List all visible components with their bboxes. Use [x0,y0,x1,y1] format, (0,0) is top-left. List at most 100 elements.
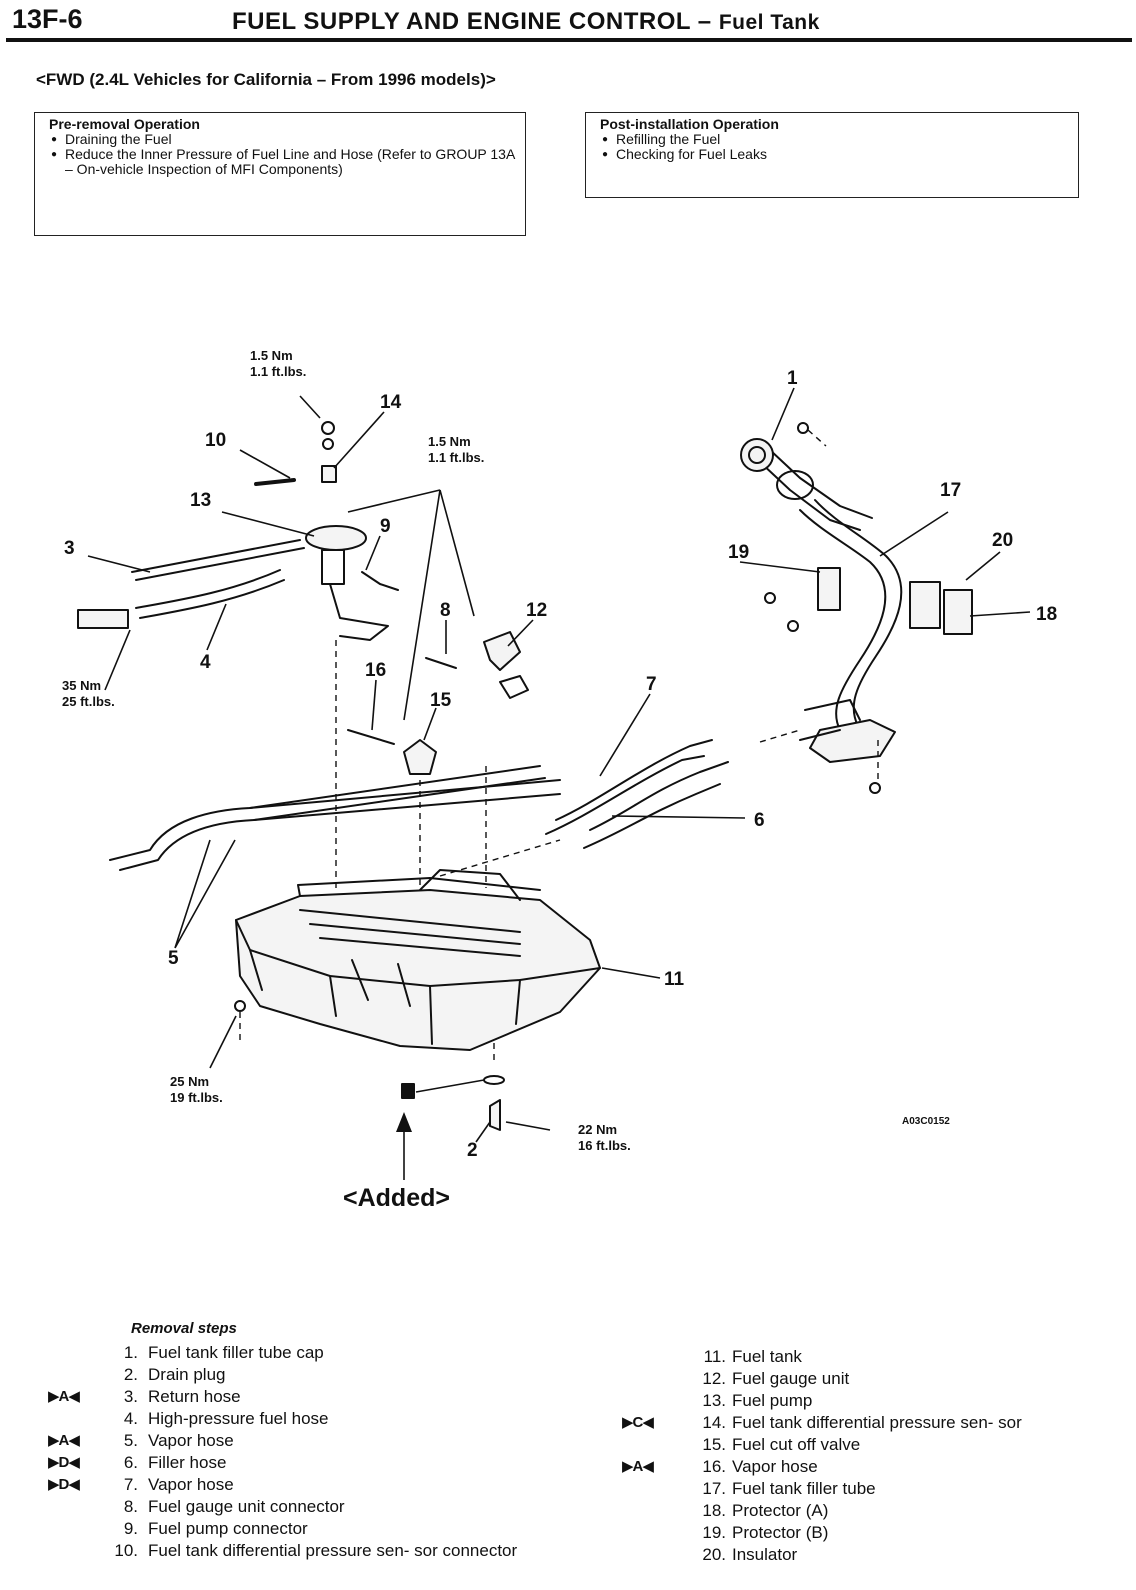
fuel-tank-drawing [235,869,601,1051]
removal-step: 15.Fuel cut off valve [622,1434,1092,1456]
torque-specs: 1.5 Nm 1.1 ft.lbs. 1.5 Nm 1.1 ft.lbs. 35… [62,348,631,1153]
pressure-sensor-drawing [321,465,337,483]
callout-20: 20 [992,530,1013,551]
title-subtitle: Fuel Tank [718,11,820,34]
step-mark: ▶C◀ [622,1414,654,1431]
callout-4: 4 [200,652,211,673]
step-text: Vapor hose [732,1457,818,1476]
torque-ftlbs: 16 ft.lbs. [578,1138,631,1153]
removal-step: ▶D◀ 6. Filler hose [48,1452,518,1474]
page-number: 13F-6 [12,4,83,34]
removal-step: ▶C◀ 14. Fuel tank differential pressure se… [622,1412,1092,1434]
step-text: Fuel gauge unit connector [148,1497,345,1516]
torque-nm: 25 Nm [170,1074,209,1089]
drain-plug-drawing [489,1099,501,1131]
protector-a-drawing [943,589,973,635]
callout-13: 13 [190,490,211,511]
removal-step: ▶A◀ 16. Vapor hose [622,1456,1092,1478]
step-number: 9. [123,1519,138,1538]
removal-step: 19.Protector (B) [622,1522,1092,1544]
return-hose-drawing [131,539,301,573]
removal-step: 17. Fuel tank filler tube [622,1478,1092,1500]
callout-1: 1 [787,368,798,389]
pre-removal-item: Reduce the Inner Pressure of Fuel Line a… [49,147,517,177]
torque-nm: 35 Nm [62,678,101,693]
vapor-hose-16-drawing [347,729,395,745]
callout-2: 2 [467,1140,478,1161]
filler-hoses-drawing [545,739,729,849]
step-mark: ▶A◀ [48,1388,80,1405]
step-mark: ▶A◀ [48,1432,80,1449]
removal-step: 11.Fuel tank [622,1346,1092,1368]
step-number: 15. [702,1435,726,1454]
step-text: Vapor hose [148,1475,234,1494]
callout-numbers: 1 2 3 4 5 6 7 8 9 10 11 12 13 14 15 16 1… [64,368,1057,1161]
step-text: Fuel tank differential pressure sen- sor [732,1413,1022,1432]
step-text: Fuel pump [732,1391,813,1410]
callout-19: 19 [728,542,749,563]
fuel-tank-exploded-diagram: 1 2 3 4 5 6 7 8 9 10 11 12 13 14 15 16 1… [62,348,1057,1212]
removal-steps-left: 1.Fuel tank filler tube cap 2. Drain plug… [48,1342,518,1562]
step-number: 6. [123,1453,138,1472]
step-number: 14. [702,1413,726,1432]
callout-9: 9 [380,516,391,537]
step-text: Vapor hose [148,1431,234,1450]
step-text: Fuel gauge unit [732,1369,850,1388]
removal-step: 13.Fuel pump [622,1390,1092,1412]
removal-step: 9.Fuel pump connector [48,1518,518,1540]
title-separator: – [690,8,719,35]
step-number: 7. [123,1475,138,1494]
added-part-mark [401,1083,415,1099]
step-number: 2. [123,1365,138,1384]
step-number: 3. [123,1387,138,1406]
removal-step: ▶A◀ 3. Return hose [48,1386,518,1408]
step-text: Protector (B) [732,1523,829,1542]
step-number: 8. [123,1497,138,1516]
callout-3: 3 [64,538,75,559]
post-installation-item: Refilling the Fuel [600,132,1070,148]
removal-step: 2. Drain plug [48,1364,518,1386]
step-number: 17. [702,1479,726,1498]
pre-removal-item: Draining the Fuel [49,132,517,148]
step-text: Fuel tank differential pressure sen- sor… [148,1541,518,1560]
insulator-drawing [909,581,941,629]
step-text: Filler hose [148,1453,227,1472]
removal-step: 10.Fuel tank differential pressure sen- … [48,1540,518,1562]
step-number: 1. [123,1343,138,1362]
removal-step: ▶A◀ 5. Vapor hose [48,1430,518,1452]
post-installation-title: Post-installation Operation [600,116,779,132]
header-rule [6,38,1132,42]
post-installation-box: Post-installation Operation Refilling th… [585,112,1079,198]
callout-17: 17 [940,480,961,501]
callout-8: 8 [440,600,451,621]
step-mark: ▶D◀ [48,1476,80,1493]
step-number: 4. [123,1409,138,1428]
callout-10: 10 [205,430,226,451]
step-mark: ▶D◀ [48,1454,80,1471]
page-header: 13F-6 FUEL SUPPLY AND ENGINE CONTROL – F… [0,0,1136,44]
high-pressure-hose-drawing [135,569,281,609]
step-number: 18. [702,1501,726,1520]
pre-removal-list: Draining the Fuel Reduce the Inner Press… [49,132,517,177]
torque-ftlbs: 1.1 ft.lbs. [428,450,484,465]
step-text: Return hose [148,1387,241,1406]
post-installation-item: Checking for Fuel Leaks [600,147,1070,163]
removal-step: 1.Fuel tank filler tube cap [48,1342,518,1364]
section-heading: <FWD (2.4L Vehicles for California – Fro… [36,70,496,89]
step-text: Protector (A) [732,1501,829,1520]
removal-step: 18. Protector (A) [622,1500,1092,1522]
torque-nm: 1.5 Nm [250,348,293,363]
step-number: 5. [123,1431,138,1450]
filler-cap-drawing [740,438,774,472]
pre-removal-title: Pre-removal Operation [49,116,200,132]
removal-step: 20.Insulator [622,1544,1092,1566]
removal-steps-title: Removal steps [131,1320,237,1337]
torque-ftlbs: 1.1 ft.lbs. [250,364,306,379]
step-number: 16. [702,1457,726,1476]
step-text: Fuel tank filler tube [732,1479,876,1498]
step-mark: ▶A◀ [622,1458,654,1475]
step-text: Drain plug [148,1365,226,1384]
filler-tube-drawing [759,449,903,763]
page-title: FUEL SUPPLY AND ENGINE CONTROL – Fuel Ta… [232,8,820,36]
removal-steps-right: 11.Fuel tank 12.Fuel gauge unit 13.Fuel … [622,1346,1092,1566]
